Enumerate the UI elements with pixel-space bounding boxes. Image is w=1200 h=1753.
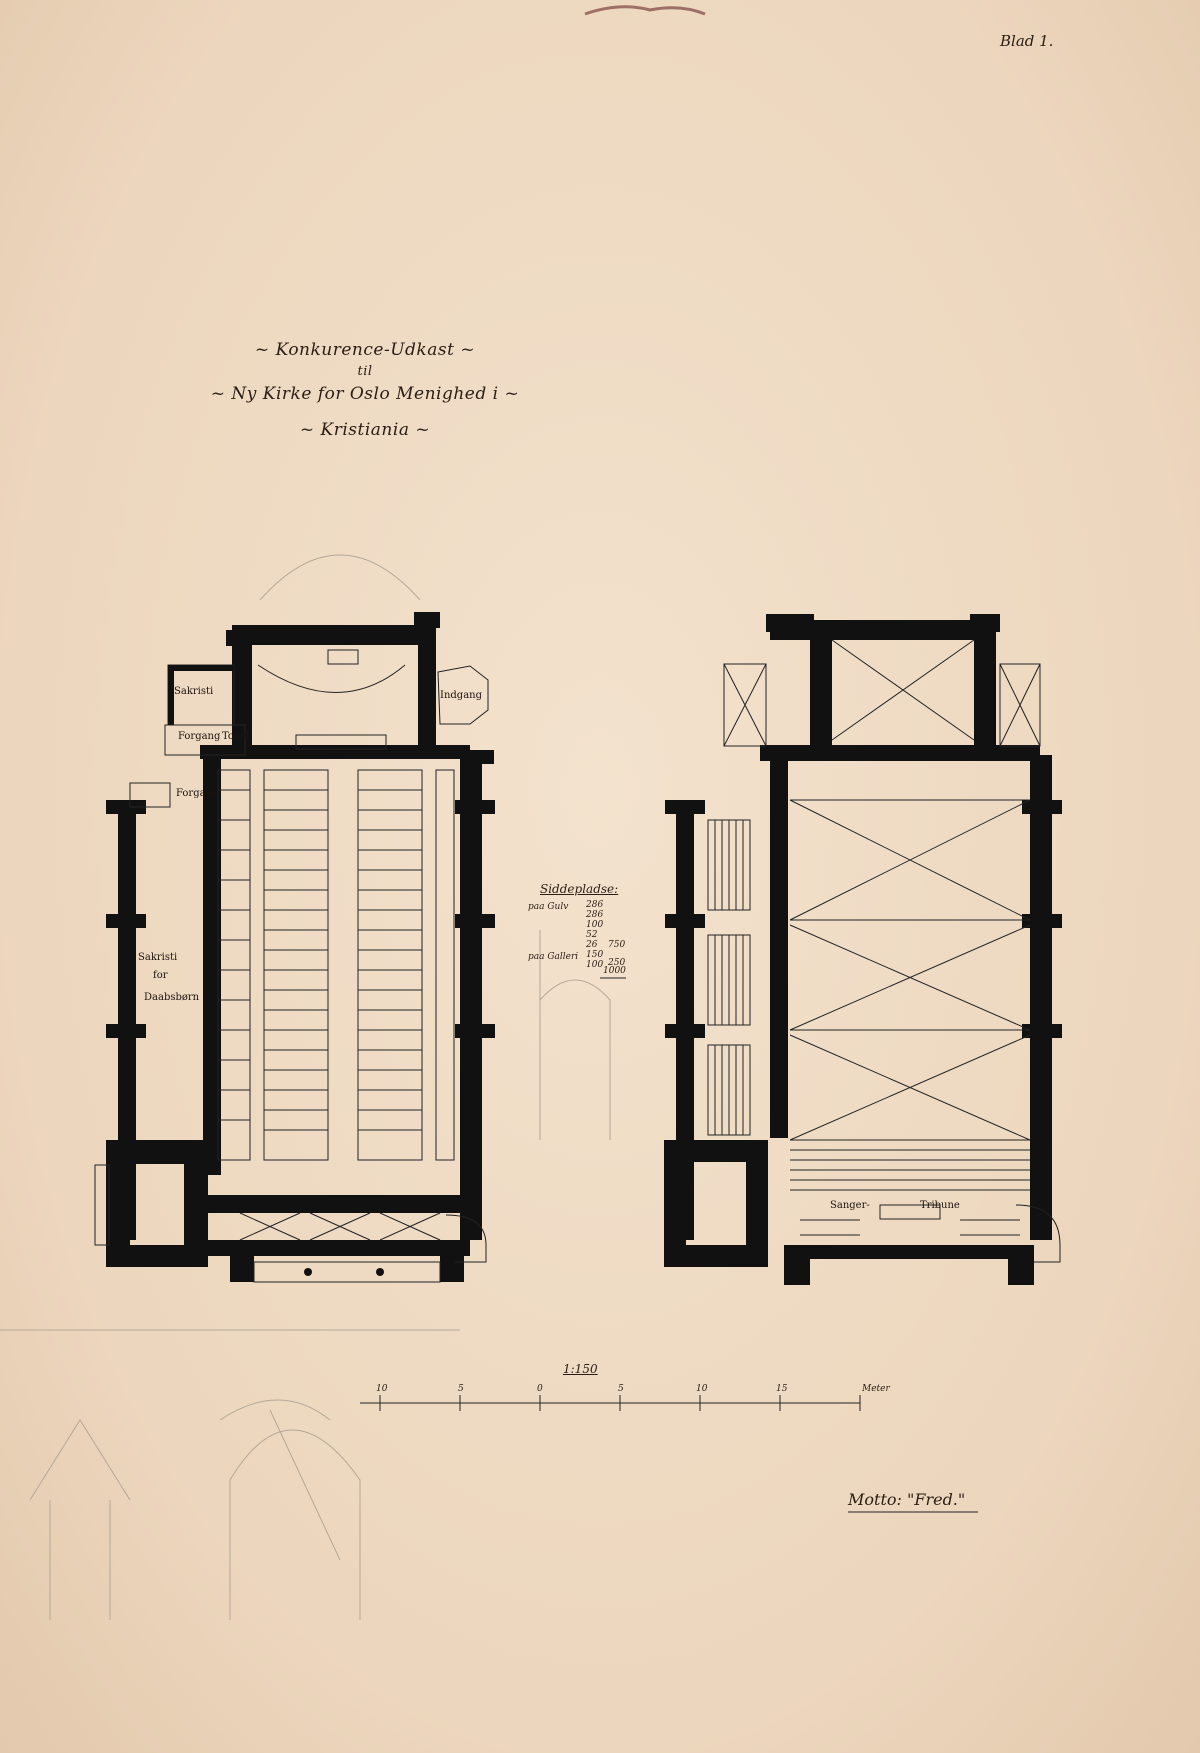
ground-floor-pews (217, 769, 455, 1161)
seating-floor-value-2: 286 (586, 910, 604, 920)
seating-floor-value-3: 100 (586, 920, 604, 930)
motto: Motto: "Fred." (848, 1490, 966, 1509)
singers-gallery (790, 1149, 1030, 1236)
scale-bar (360, 1395, 861, 1411)
scale-label: 1:150 (563, 1362, 598, 1376)
label-sacristy-top: Sakristi (174, 686, 214, 697)
scale-tick-6: 15 (776, 1384, 788, 1394)
title-line-3: ~ Ny Kirke for Oslo Menighed i ~ (210, 384, 520, 404)
seating-gallery-value-2: 100 (586, 960, 604, 970)
seating-floor-value-5: 26 (586, 940, 598, 950)
seating-heading: Siddepladse: (540, 882, 619, 896)
seating-gallery-label: paa Galleri (528, 952, 579, 962)
title-line-2: til (357, 364, 373, 379)
title-line-1: ~ Konkurence-Udkast ~ (254, 340, 476, 360)
scale-unit: Meter (862, 1384, 890, 1394)
seating-grand-total: 1000 (603, 966, 626, 976)
sheet-number: Blad 1. (1000, 32, 1054, 50)
title-line-4: ~ Kristiania ~ (299, 420, 431, 440)
scale-tick-1: 10 (376, 1384, 388, 1394)
label-baptism: Daabsbørn (144, 992, 200, 1003)
gallery-side-pews (707, 819, 751, 1136)
pencil-sketches (0, 554, 611, 1620)
label-sacristy-side: Sakristi (138, 952, 178, 963)
seating-floor-value-1: 286 (586, 900, 604, 910)
scale-tick-5: 10 (696, 1384, 708, 1394)
scale-tick-2: 5 (458, 1384, 464, 1394)
label-tribune: Tribune (920, 1200, 960, 1211)
scale-tick-4: 5 (618, 1384, 624, 1394)
seating-gallery-value-1: 150 (586, 950, 604, 960)
label-toilet: Toilet (222, 731, 251, 742)
label-singer: Sanger- (830, 1200, 870, 1211)
label-entrance: Indgang (440, 690, 482, 701)
seating-gallery-total: 250 (608, 958, 626, 968)
ground-floor-plan (94, 612, 495, 1283)
label-vestibule-1: Forgang (178, 731, 221, 742)
seating-floor-total: 750 (608, 940, 626, 950)
seating-floor-value-4: 52 (586, 930, 598, 940)
gallery-plan (664, 614, 1062, 1285)
label-for: for (153, 970, 168, 981)
string-tie (584, 5, 706, 16)
scale-tick-3: 0 (537, 1384, 543, 1394)
label-vestibule-2: Forgang (176, 788, 219, 799)
seating-floor-label: paa Gulv (528, 902, 569, 912)
